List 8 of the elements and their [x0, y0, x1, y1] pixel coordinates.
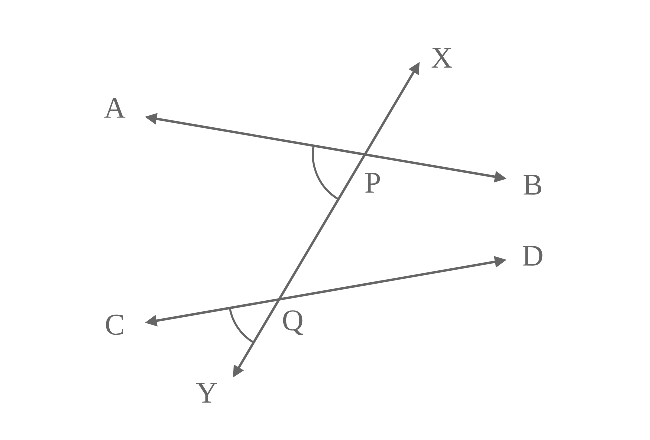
point-label: Y: [196, 383, 218, 403]
point-label: P: [366, 173, 380, 193]
point-label: A: [104, 98, 126, 118]
point-label: X: [432, 48, 452, 68]
point-label: C: [106, 314, 124, 336]
point-label: D: [523, 246, 543, 266]
point-label: B: [524, 175, 542, 195]
point-label: Q: [283, 310, 304, 336]
